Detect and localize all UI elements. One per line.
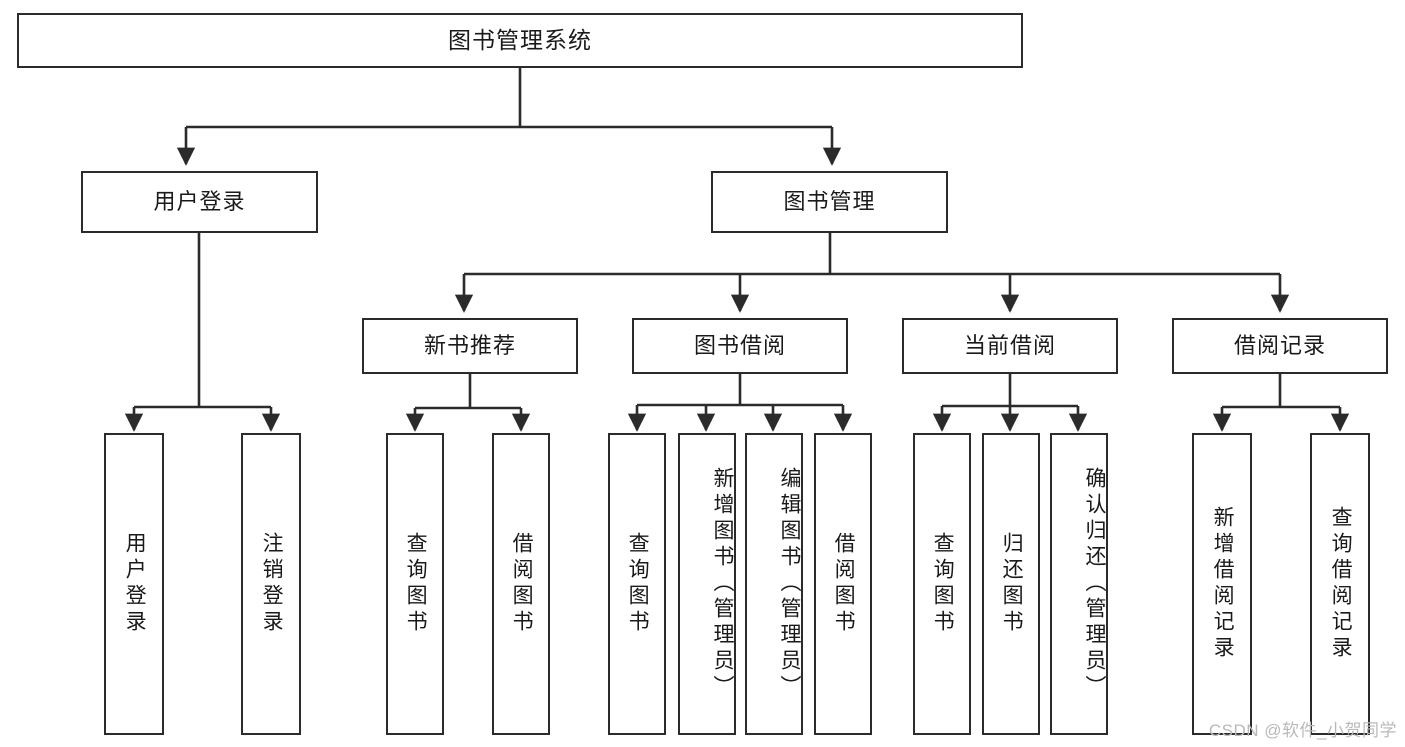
node-root-system[interactable]: 图书管理系统 (17, 13, 1023, 68)
leaf-logout-login[interactable]: 注销登录 (241, 433, 301, 735)
node-book-borrow[interactable]: 图书借阅 (632, 318, 848, 374)
leaf-edit-book[interactable]: 编辑图书（管理员） (745, 433, 803, 735)
leaf-add-book[interactable]: 新增图书（管理员） (678, 433, 736, 735)
leaf-query-book-1[interactable]: 查询图书 (386, 433, 444, 735)
leaf-query-record[interactable]: 查询借阅记录 (1310, 433, 1370, 735)
leaf-borrow-book-2[interactable]: 借阅图书 (814, 433, 872, 735)
leaf-return-book[interactable]: 归还图书 (982, 433, 1040, 735)
node-borrow-record[interactable]: 借阅记录 (1172, 318, 1388, 374)
leaf-user-login[interactable]: 用户登录 (104, 433, 164, 735)
node-new-book-recommend[interactable]: 新书推荐 (362, 318, 578, 374)
node-book-manage[interactable]: 图书管理 (711, 171, 948, 233)
leaf-query-book-2[interactable]: 查询图书 (608, 433, 666, 735)
leaf-add-record[interactable]: 新增借阅记录 (1192, 433, 1252, 735)
node-user-login[interactable]: 用户登录 (81, 171, 318, 233)
csdn-watermark: CSDN @软件_小贺同学 (1208, 721, 1397, 740)
leaf-confirm-return[interactable]: 确认归还（管理员） (1050, 433, 1108, 735)
leaf-query-book-3[interactable]: 查询图书 (913, 433, 971, 735)
leaf-borrow-book-1[interactable]: 借阅图书 (492, 433, 550, 735)
node-current-borrow[interactable]: 当前借阅 (902, 318, 1118, 374)
